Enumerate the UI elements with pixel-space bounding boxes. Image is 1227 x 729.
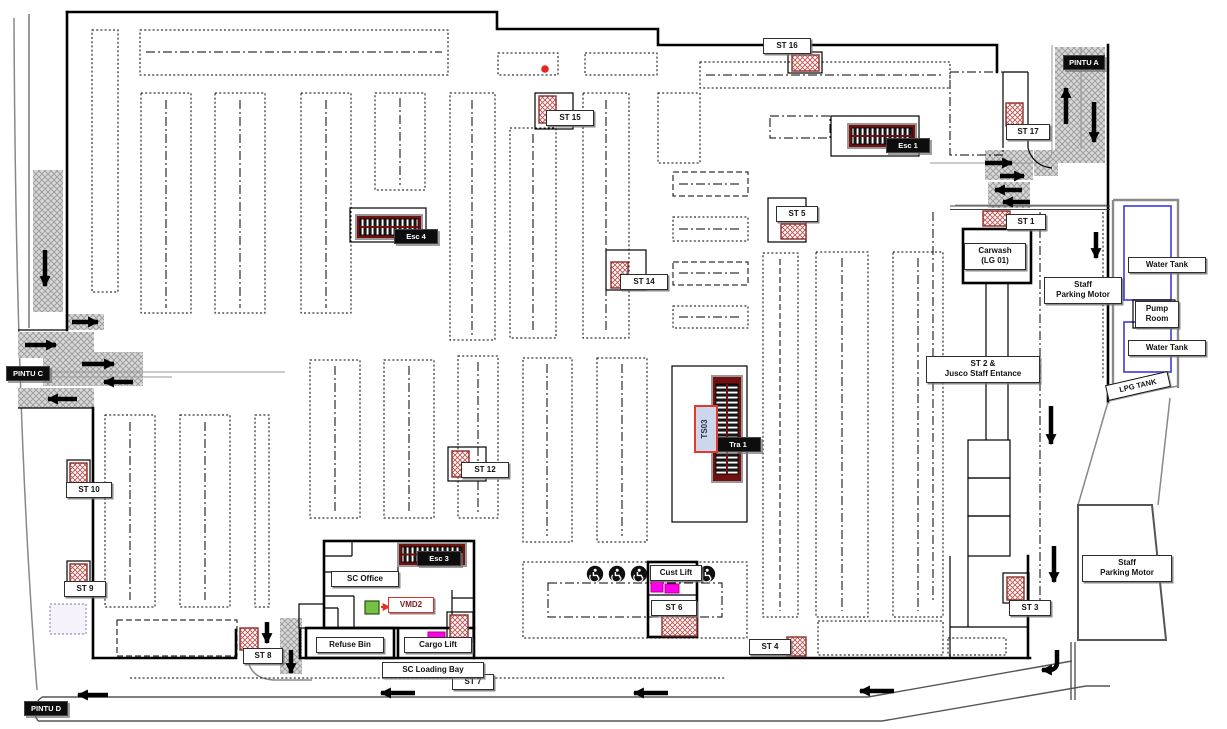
- label-water-tank-lower: Water Tank: [1128, 340, 1206, 357]
- label-st15: ST 15: [546, 110, 594, 127]
- label-cust-lift: Cust Lift: [650, 565, 702, 582]
- label-st4: ST 4: [749, 639, 791, 656]
- label-st3: ST 3: [1009, 600, 1051, 617]
- label-vmd2: VMD2: [388, 597, 434, 614]
- label-ts03: TS03: [694, 405, 718, 453]
- parking-rows: [91, 29, 1104, 657]
- wheelchair-icon: [608, 565, 626, 583]
- red-dot-marker: [541, 65, 549, 73]
- label-tra1: Tra 1: [715, 437, 761, 452]
- label-pump-room: Pump Room: [1135, 301, 1179, 328]
- label-staff-parking-motor-right: Staff Parking Motor: [1044, 277, 1122, 304]
- label-st1: ST 1: [1006, 214, 1046, 231]
- escalator-esc4: [349, 207, 427, 243]
- label-carwash: Carwash (LG 01): [964, 243, 1026, 270]
- label-st12: ST 12: [461, 462, 509, 479]
- label-esc1: Esc 1: [886, 138, 930, 153]
- label-st2-jusco-staff-entrance: ST 2 & Jusco Staff Entance: [926, 356, 1040, 383]
- traffic-arrows: [25, 86, 1102, 701]
- label-st5: ST 5: [776, 206, 818, 223]
- label-st14: ST 14: [620, 274, 668, 291]
- wheelchair-icon: [630, 565, 648, 583]
- label-esc3: Esc 3: [417, 551, 461, 566]
- wheelchair-icon: [586, 565, 604, 583]
- label-st10: ST 10: [66, 482, 112, 499]
- label-sc-office: SC Office: [331, 571, 399, 588]
- cust-lift-block: [586, 560, 716, 639]
- label-st9: ST 9: [64, 581, 106, 598]
- label-pintu-a: PINTU A: [1063, 55, 1105, 70]
- label-pintu-c: PINTU C: [6, 366, 50, 381]
- walls: [18, 10, 1171, 681]
- label-cargo-lift: Cargo Lift: [404, 637, 472, 654]
- label-sc-loading-bay: SC Loading Bay: [382, 662, 484, 679]
- label-esc4: Esc 4: [394, 229, 438, 244]
- label-st6: ST 6: [651, 600, 697, 617]
- label-staff-parking-motor-bottom: Staff Parking Motor: [1082, 555, 1172, 582]
- label-st16: ST 16: [763, 38, 811, 55]
- label-st17: ST 17: [1006, 124, 1050, 141]
- label-water-tank-upper: Water Tank: [1128, 257, 1206, 274]
- label-pintu-d: PINTU D: [24, 701, 68, 716]
- label-st8: ST 8: [243, 648, 283, 665]
- label-refuse-bin: Refuse Bin: [316, 637, 384, 654]
